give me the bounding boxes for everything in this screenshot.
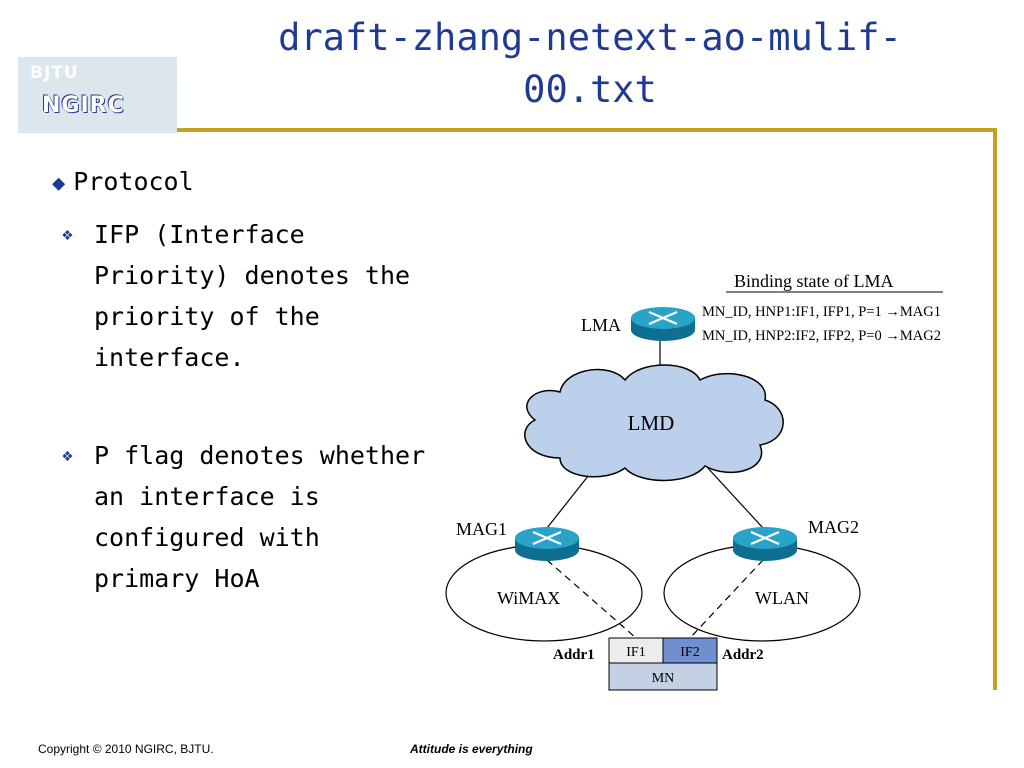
mn-label: MN <box>652 671 675 686</box>
if2-label: IF2 <box>680 645 699 660</box>
slide-title: draft-zhang-netext-ao-mulif- 00.txt <box>240 12 940 116</box>
binding-row-2: MN_ID, HNP2:IF2, IFP2, P=0 →MAG2 <box>702 328 941 344</box>
wimax-label: WiMAX <box>497 588 560 608</box>
lmd-mag2-link <box>705 465 764 529</box>
diamond-bullet-icon: ◆ <box>52 171 66 196</box>
lma-label: LMA <box>581 315 621 335</box>
if2-box <box>662 637 718 664</box>
if1-label: IF1 <box>626 645 645 660</box>
right-border <box>993 128 997 690</box>
lmd-cloud <box>524 364 784 482</box>
wlan-label: WLAN <box>755 588 809 608</box>
subbullet-ifp-text: IFP (Interface Priority) denotes the pri… <box>94 220 411 372</box>
if1-box <box>608 637 664 664</box>
copyright: Copyright © 2010 NGIRC, BJTU. <box>38 742 214 756</box>
addr1-label: Addr1 <box>553 647 595 663</box>
logo-line1: BJTU <box>30 63 79 83</box>
mag1-label: MAG1 <box>456 519 507 539</box>
star-bullet-icon: ❖ <box>62 445 73 466</box>
lmd-label: LMD <box>628 411 675 435</box>
logo: BJTU NGIRC <box>18 57 177 133</box>
mag2-if2-wireless <box>689 559 764 639</box>
star-bullet-icon: ❖ <box>62 224 73 245</box>
logo-line2: NGIRC <box>42 93 125 118</box>
mag1-router-icon <box>515 527 579 561</box>
addr2-label: Addr2 <box>722 647 764 663</box>
slide-title-text: draft-zhang-netext-ao-mulif- 00.txt <box>278 16 902 111</box>
subbullet-pflag-text: P flag denotes whether an interface is c… <box>94 441 426 593</box>
mag2-router-icon <box>733 527 797 561</box>
lma-router-icon <box>631 307 695 341</box>
slogan: Attitude is everything <box>410 742 533 756</box>
binding-title: Binding state of LMA <box>734 271 894 291</box>
bullet-protocol-text: Protocol <box>73 167 194 196</box>
title-divider <box>177 128 997 132</box>
mag1-if1-wireless <box>546 559 637 639</box>
subbullet-pflag: ❖ P flag denotes whether an interface is… <box>62 435 482 599</box>
subbullet-ifp: ❖ IFP (Interface Priority) denotes the p… <box>62 214 482 378</box>
bullet-protocol: ◆ Protocol <box>52 167 194 196</box>
mn-box <box>608 662 718 691</box>
mag2-label: MAG2 <box>808 517 859 537</box>
binding-row-1: MN_ID, HNP1:IF1, IFP1, P=1 →MAG1 <box>702 304 941 320</box>
